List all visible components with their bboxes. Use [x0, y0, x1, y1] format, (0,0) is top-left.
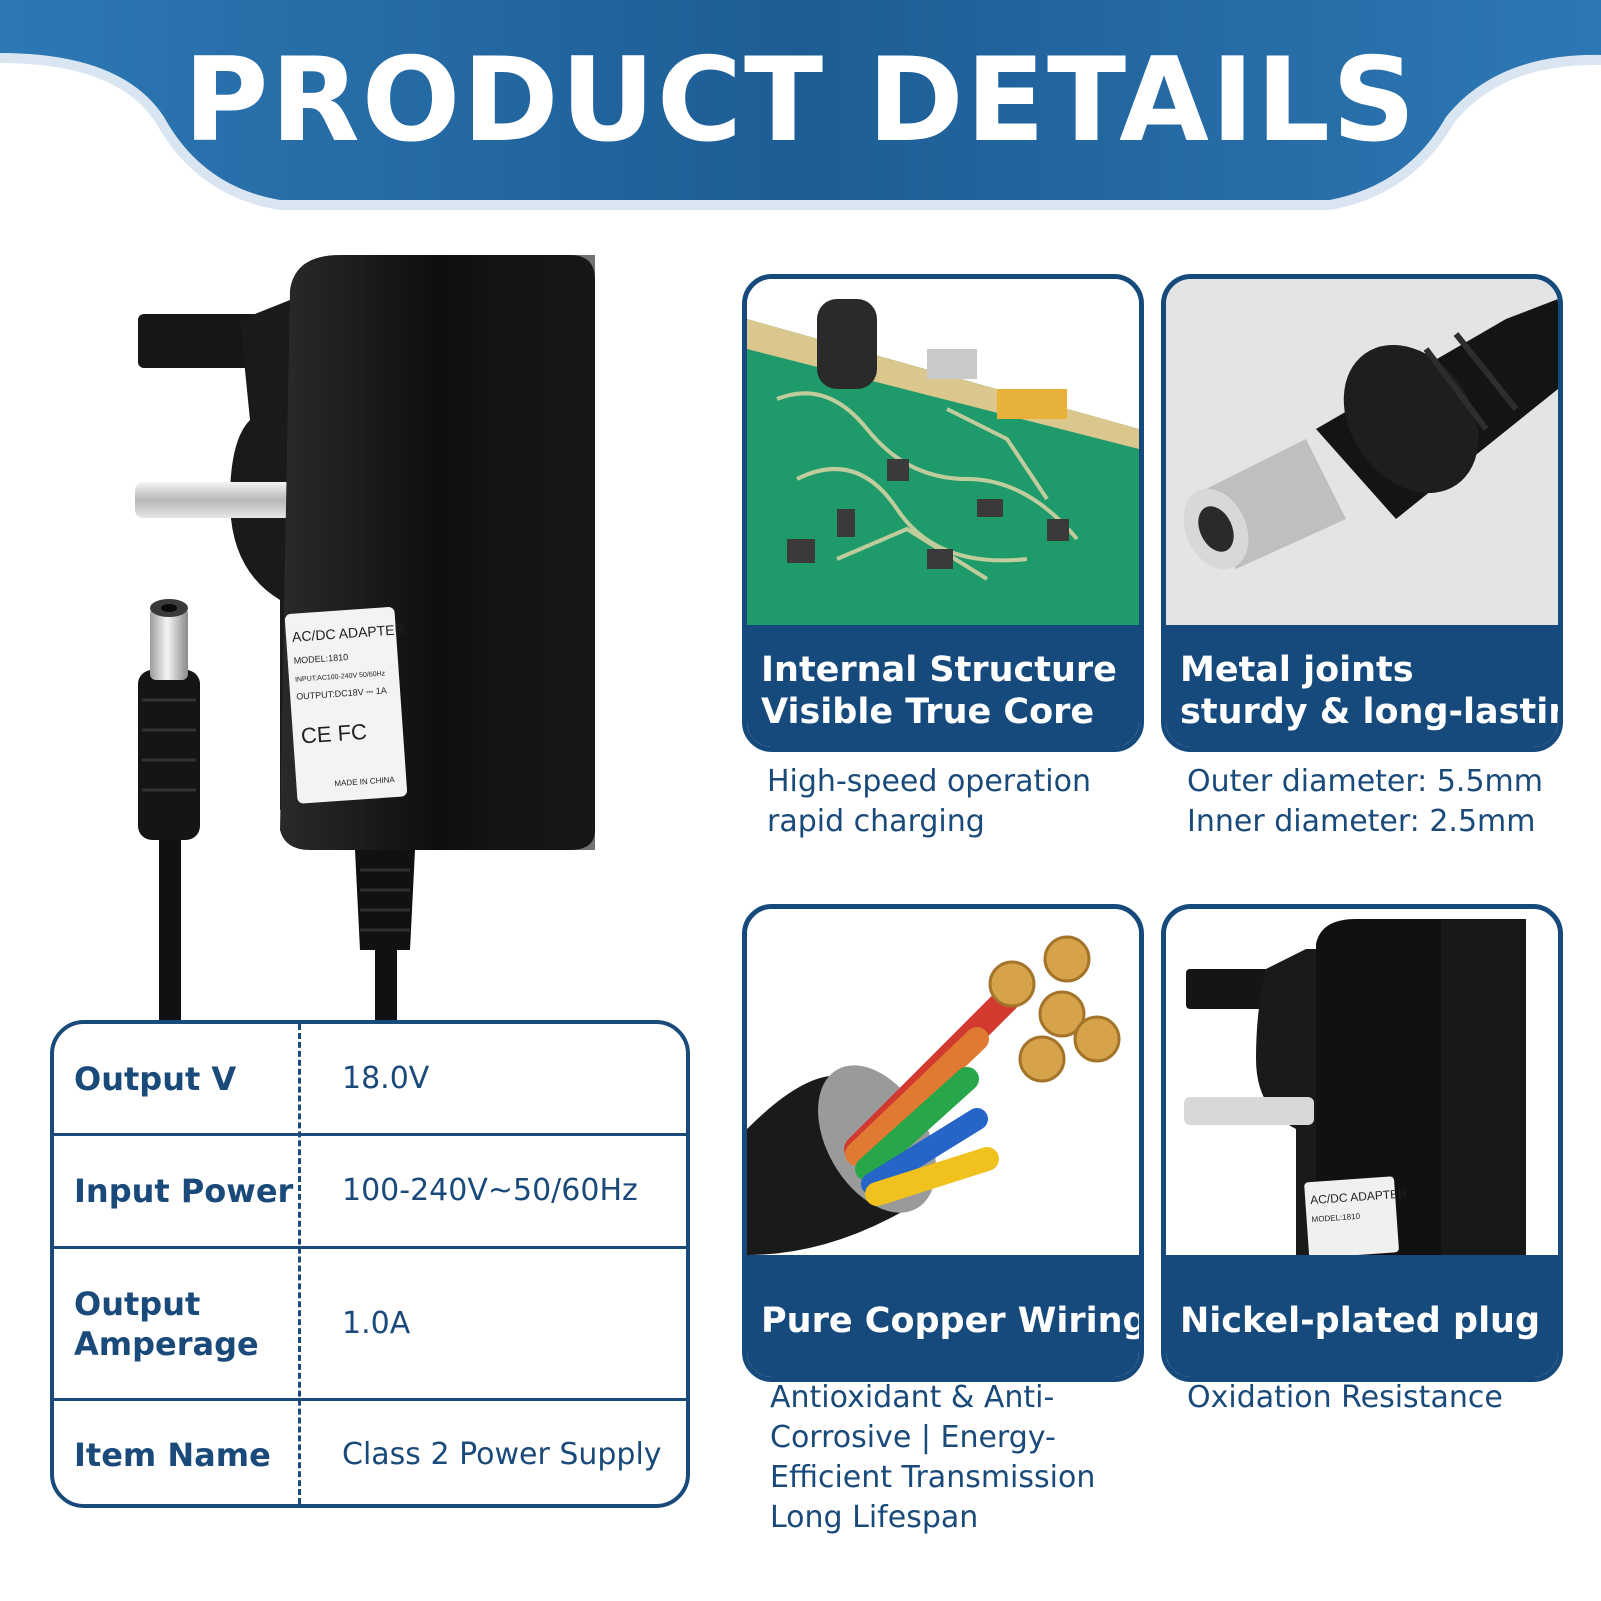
spec-row-item-name: Item Name Class 2 Power Supply	[54, 1401, 686, 1504]
label-marks: CE FC	[300, 719, 368, 749]
spec-label: Output Amperage	[74, 1284, 259, 1363]
header-banner	[0, 0, 1601, 218]
spec-value: Class 2 Power Supply	[342, 1436, 662, 1472]
copper-wire-photo	[747, 909, 1139, 1255]
feature-description: High-speed operation rapid charging	[767, 762, 1091, 842]
description-line: Outer diameter: 5.5mm	[1187, 764, 1543, 799]
feature-title-line: Internal Structure	[761, 650, 1117, 690]
label-made-in: MADE IN CHINA	[334, 775, 396, 788]
feature-description: Oxidation Resistance	[1187, 1378, 1503, 1418]
feature-caption: Internal Structure Visible True Core	[747, 625, 1139, 747]
feature-description: Outer diameter: 5.5mm Inner diameter: 2.…	[1187, 762, 1543, 842]
description-line: High-speed operation	[767, 764, 1091, 799]
spec-value: 100-240V~50/60Hz	[342, 1173, 638, 1208]
adapter-illustration: AC/DC ADAPTER MODEL:1810 INPUT:AC100-240…	[135, 255, 595, 1020]
spec-row-output-voltage: Output V 18.0V	[54, 1024, 686, 1136]
spec-row-input-power: Input Power 100-240V~50/60Hz	[54, 1136, 686, 1249]
spec-label: Input Power	[74, 1172, 294, 1210]
description-line: Inner diameter: 2.5mm	[1187, 804, 1536, 839]
description-line: Antioxidant & Anti-	[770, 1380, 1055, 1415]
spec-row-output-amperage: Output Amperage 1.0A	[54, 1249, 686, 1401]
label-model: MODEL:1810	[293, 652, 348, 666]
feature-description: Antioxidant & Anti- Corrosive | Energy- …	[770, 1378, 1095, 1538]
dc-connector-photo	[1166, 279, 1558, 625]
spec-table: Output V 18.0V Input Power 100-240V~50/6…	[50, 1020, 690, 1508]
description-line: Oxidation Resistance	[1187, 1380, 1503, 1415]
feature-card-nickel-plug: AC/DC ADAPTER MODEL:1810 Nickel-plated p…	[1161, 904, 1563, 1382]
description-line: Efficient Transmission	[770, 1460, 1096, 1495]
page-title: PRODUCT DETAILS	[183, 33, 1418, 168]
plug-photo: AC/DC ADAPTER MODEL:1810	[1166, 909, 1558, 1255]
feature-card-metal-joints: Metal joints sturdy & long-lasting	[1161, 274, 1563, 752]
feature-caption: Nickel-plated plug	[1166, 1255, 1558, 1377]
feature-title-line: Pure Copper Wiring	[761, 1301, 1144, 1341]
feature-title-line: Visible True Core	[761, 692, 1095, 732]
feature-title-line: sturdy & long-lasting	[1180, 692, 1563, 732]
spec-value: 18.0V	[342, 1060, 430, 1096]
feature-caption: Metal joints sturdy & long-lasting	[1166, 625, 1563, 747]
feature-card-copper-wiring: Pure Copper Wiring	[742, 904, 1144, 1382]
spec-label: Item Name	[74, 1435, 271, 1474]
spec-label: Output V	[74, 1059, 237, 1098]
pcb-photo	[747, 279, 1139, 625]
description-line: Long Lifespan	[770, 1500, 979, 1535]
feature-title-line: Nickel-plated plug	[1180, 1301, 1541, 1341]
plug-label-model: MODEL:1810	[1311, 1212, 1361, 1224]
feature-caption: Pure Copper Wiring	[747, 1255, 1144, 1377]
spec-table-divider	[298, 1024, 301, 1504]
label-title: AC/DC ADAPTER	[291, 621, 405, 645]
feature-title-line: Metal joints	[1180, 650, 1414, 690]
plug-label-title: AC/DC ADAPTER	[1310, 1186, 1408, 1207]
feature-card-internal-structure: Internal Structure Visible True Core	[742, 274, 1144, 752]
description-line: Corrosive | Energy-	[770, 1420, 1056, 1455]
description-line: rapid charging	[767, 804, 985, 839]
spec-value: 1.0A	[342, 1305, 411, 1341]
